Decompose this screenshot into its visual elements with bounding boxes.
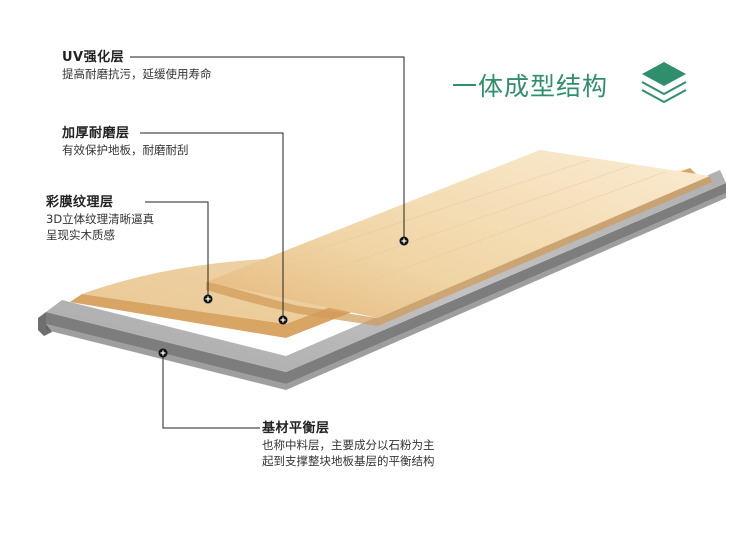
- base-layer: [38, 170, 726, 390]
- plus-marker-icon: [399, 236, 409, 246]
- page-title: 一体成型结构: [452, 72, 609, 101]
- layer-title: 彩膜纹理层: [46, 195, 114, 210]
- layer-wear: 加厚耐磨层 有效保护地板，耐磨耐刮: [62, 125, 189, 158]
- top-layer: [206, 150, 712, 326]
- layer-description: 有效保护地板，耐磨耐刮: [62, 143, 189, 157]
- layer-description: 提高耐磨抗污，延缓使用寿命: [62, 67, 212, 81]
- plus-marker-icon: [158, 348, 168, 358]
- leader-lines: [130, 56, 405, 429]
- plus-marker-icon: [278, 315, 288, 325]
- plus-marker-icon: [203, 294, 213, 304]
- layer-description: 也称中料层，主要成分以石粉为主 起到支撑整块地板基层的平衡结构: [262, 438, 435, 468]
- layer-title: 基材平衡层: [262, 421, 330, 436]
- layer-title: 加厚耐磨层: [62, 126, 130, 141]
- layer-description: 3D立体纹理清晰逼真 呈现实木质感: [46, 212, 155, 242]
- layer-base: 基材平衡层 也称中料层，主要成分以石粉为主 起到支撑整块地板基层的平衡结构: [262, 420, 435, 469]
- layers-icon: [641, 62, 687, 104]
- layer-title: UV强化层: [62, 50, 125, 65]
- layer-uv: UV强化层 提高耐磨抗污，延缓使用寿命: [62, 49, 212, 82]
- layer-film: 彩膜纹理层 3D立体纹理清晰逼真 呈现实木质感: [46, 194, 154, 243]
